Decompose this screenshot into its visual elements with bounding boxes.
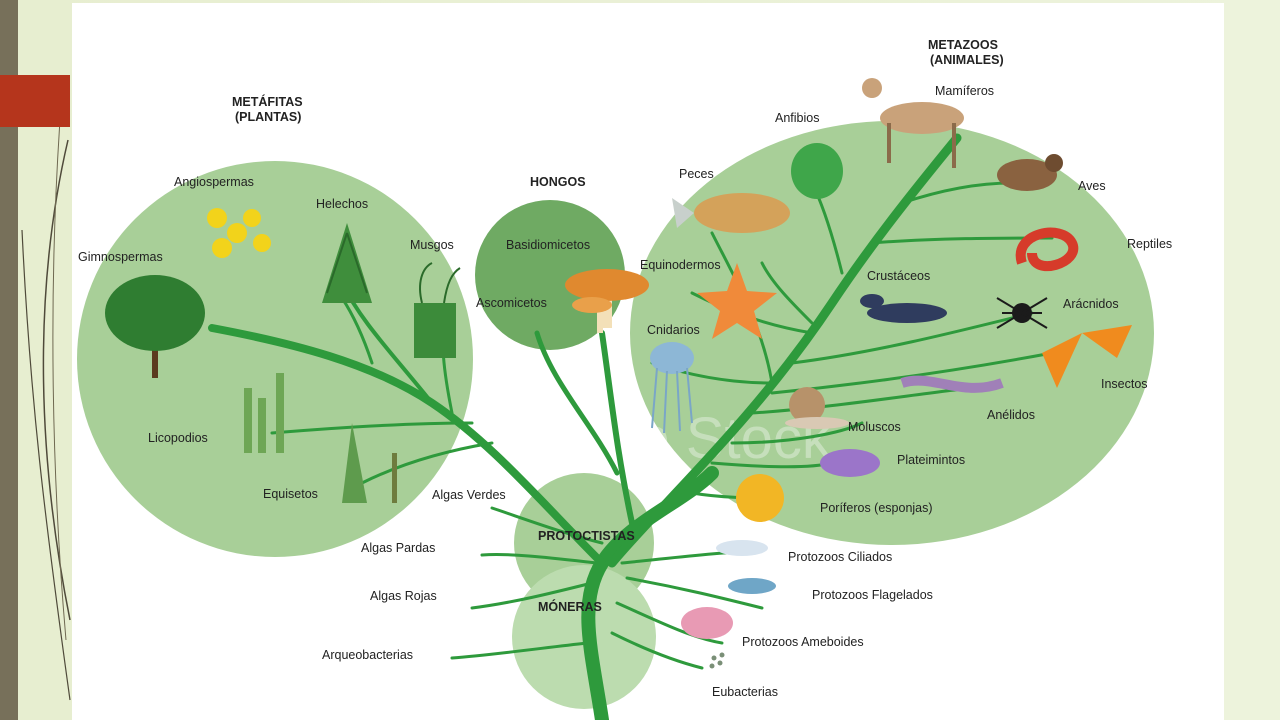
musgos-icon bbox=[414, 262, 461, 358]
label-insectos: Insectos bbox=[1101, 377, 1148, 391]
label-equisetos: Equisetos bbox=[263, 487, 318, 501]
label-helechos: Helechos bbox=[316, 197, 368, 211]
label-anelidos: Anélidos bbox=[987, 408, 1035, 422]
label-crustaceos: Crustáceos bbox=[867, 269, 930, 283]
label-peces: Peces bbox=[679, 167, 714, 181]
label-anfibios: Anfibios bbox=[775, 111, 819, 125]
eubacteria-icon bbox=[709, 652, 725, 669]
label-ascomicetos: Ascomicetos bbox=[476, 296, 547, 310]
protozoo-ameboide-icon bbox=[681, 607, 733, 639]
protozoo-flagelado-icon bbox=[728, 578, 776, 594]
label-cnidarios: Cnidarios bbox=[647, 323, 700, 337]
anfibio-icon bbox=[791, 143, 843, 199]
label-mamiferos: Mamíferos bbox=[935, 84, 994, 98]
hongo-icon bbox=[565, 269, 649, 333]
label-hongos: HONGOS bbox=[530, 175, 586, 189]
label-algas-rojas: Algas Rojas bbox=[370, 589, 437, 603]
slide-decoration-lines bbox=[21, 119, 71, 701]
angiospermas-icon bbox=[207, 208, 271, 258]
label-metafitas-sub: (PLANTAS) bbox=[235, 110, 301, 124]
anelido-icon bbox=[900, 375, 1004, 393]
crustaceo-icon bbox=[860, 294, 947, 323]
protozoo-ciliado-icon bbox=[716, 540, 768, 556]
mamifero-icon bbox=[862, 78, 964, 168]
molusco-icon bbox=[785, 387, 849, 429]
label-equinodermos: Equinodermos bbox=[640, 258, 721, 272]
label-metafitas: METÁFITAS bbox=[232, 94, 303, 109]
tree-of-life-figure: Adobe Stock bbox=[72, 3, 1224, 720]
label-protoctistas: PROTOCTISTAS bbox=[538, 529, 635, 543]
porifero-icon bbox=[736, 474, 784, 522]
label-protozoos-ameboides: Protozoos Ameboides bbox=[742, 635, 864, 649]
label-reptiles: Reptiles bbox=[1127, 237, 1172, 251]
label-metazoos: METAZOOS bbox=[928, 38, 998, 52]
label-algas-pardas: Algas Pardas bbox=[361, 541, 435, 555]
label-plateimintos: Plateimintos bbox=[897, 453, 965, 467]
gimnospermas-icon bbox=[105, 275, 205, 378]
licopodios-icon bbox=[244, 373, 284, 453]
label-protozoos-flagelados: Protozoos Flagelados bbox=[812, 588, 933, 602]
label-gimnospermas: Gimnospermas bbox=[78, 250, 163, 264]
pez-icon bbox=[672, 193, 790, 233]
plateiminto-icon bbox=[820, 449, 880, 477]
watermark: Adobe Stock bbox=[502, 406, 832, 471]
label-aracnidos: Arácnidos bbox=[1063, 297, 1119, 311]
slide-left-bar bbox=[0, 0, 18, 720]
equinodermo-icon bbox=[697, 263, 777, 339]
plants-circle bbox=[77, 161, 473, 557]
label-licopodios: Licopodios bbox=[148, 431, 208, 445]
insecto-icon bbox=[1042, 325, 1132, 388]
label-protozoos-ciliados: Protozoos Ciliados bbox=[788, 550, 892, 564]
reptil-icon bbox=[1015, 227, 1079, 272]
label-aves: Aves bbox=[1078, 179, 1106, 193]
label-moluscos: Moluscos bbox=[848, 420, 901, 434]
label-arqueobacterias: Arqueobacterias bbox=[322, 648, 413, 662]
label-basidiomicetos: Basidiomicetos bbox=[506, 238, 590, 252]
label-moneras: MÓNERAS bbox=[538, 599, 602, 614]
cnidario-icon bbox=[650, 342, 694, 434]
slide-accent-block bbox=[0, 75, 70, 127]
label-angiospermas: Angiospermas bbox=[174, 175, 254, 189]
label-metazoos-sub: (ANIMALES) bbox=[930, 53, 1004, 67]
equisetos-icon bbox=[342, 423, 397, 503]
label-eubacterias: Eubacterias bbox=[712, 685, 778, 699]
ave-icon bbox=[997, 154, 1063, 191]
label-poriferos: Poríferos (esponjas) bbox=[820, 501, 933, 515]
label-musgos: Musgos bbox=[410, 238, 454, 252]
label-algas-verdes: Algas Verdes bbox=[432, 488, 506, 502]
aracnido-icon bbox=[996, 297, 1048, 329]
helechos-icon bbox=[322, 223, 372, 303]
